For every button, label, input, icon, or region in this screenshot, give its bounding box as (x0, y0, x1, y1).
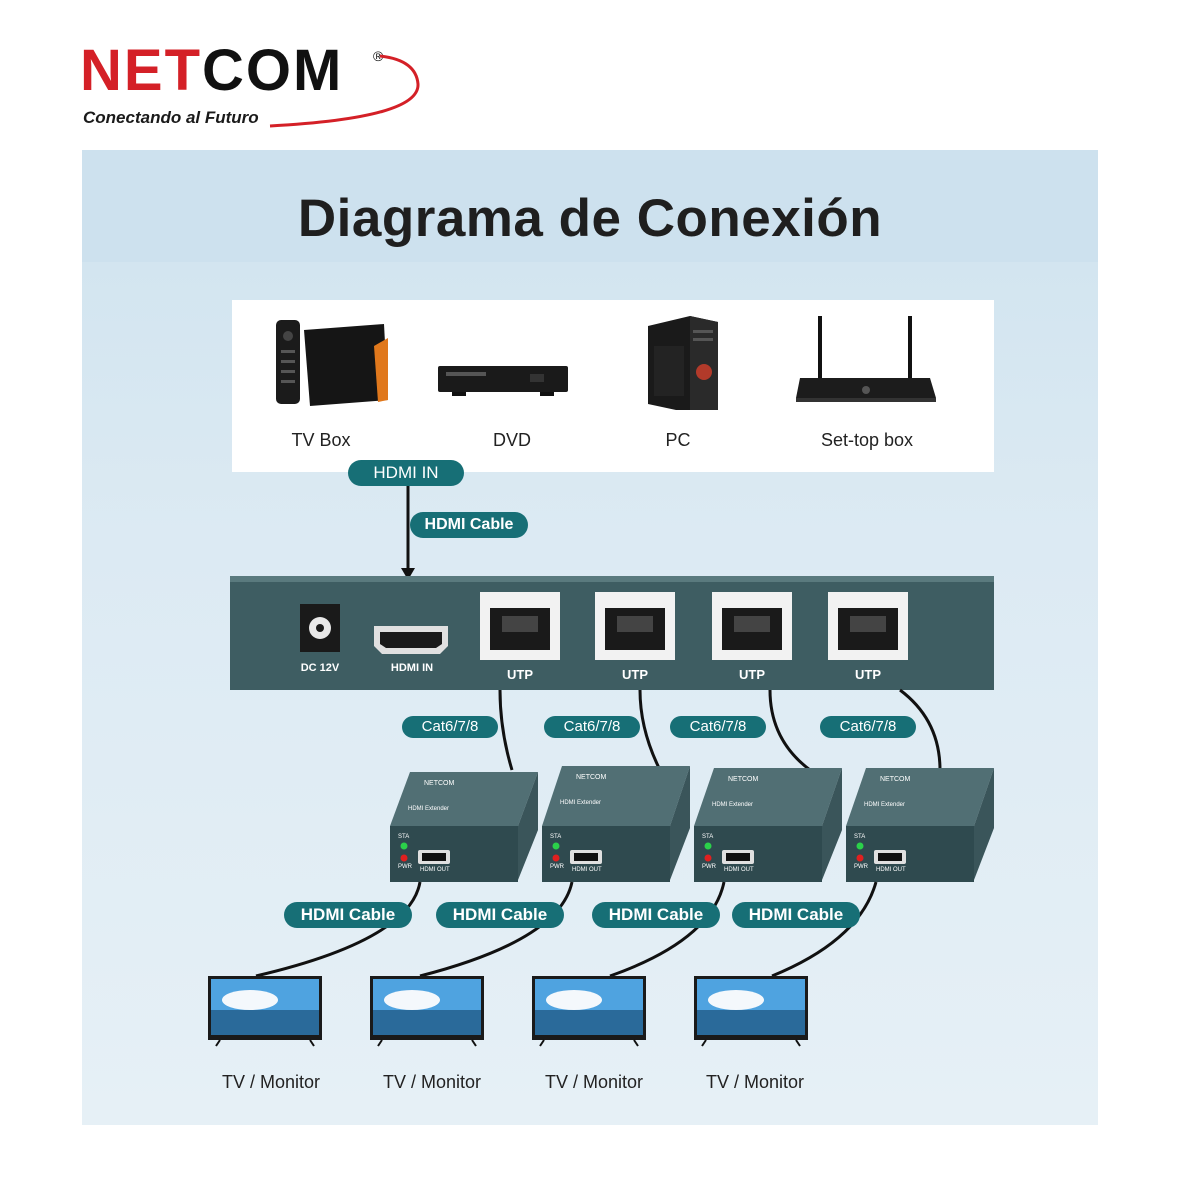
dvd-player-icon (438, 366, 568, 396)
tv-label-1: TV / Monitor (221, 1072, 321, 1092)
receiver-4-model: HDMI Extender (864, 802, 906, 808)
receiver-2 (542, 766, 690, 882)
receiver-2-brand: NETCOM (576, 774, 607, 781)
hdmi-cable-pill-4: HDMI Cable (732, 902, 860, 928)
utp-port-1 (480, 592, 560, 660)
dc-12v-label: DC 12V (300, 662, 340, 674)
source-label-dvd: DVD (492, 430, 531, 450)
receiver-3-sta: STA (702, 834, 714, 840)
cat-label-1: Cat6/7/8 (402, 716, 498, 738)
receiver-1-pwr: PWR (398, 864, 412, 870)
tv-label-2: TV / Monitor (382, 1072, 482, 1092)
utp-port-2 (595, 592, 675, 660)
receiver-4-sta: STA (854, 834, 866, 840)
utp-label-4: UTP (855, 667, 881, 682)
cat-label-2: Cat6/7/8 (544, 716, 640, 738)
utp-port-3 (712, 592, 792, 660)
hdmi-in-pill: HDMI IN (348, 460, 464, 486)
receiver-4-brand: NETCOM (880, 776, 911, 783)
hdmi-cable-pill-input: HDMI Cable (410, 512, 528, 538)
hdmi-cable-pill-3: HDMI Cable (592, 902, 720, 928)
receiver-3-out: HDMI OUT (724, 867, 754, 873)
tv-label-4: TV / Monitor (705, 1072, 805, 1092)
tv-3 (532, 976, 646, 1047)
utp-label-2: UTP (622, 667, 648, 682)
hdmi-in-port-label: HDMI IN (390, 662, 434, 674)
receiver-3 (694, 768, 842, 882)
tv-label-3: TV / Monitor (544, 1072, 644, 1092)
utp-label-1: UTP (507, 667, 533, 682)
receiver-3-pwr: PWR (702, 864, 716, 870)
receiver-4 (846, 768, 994, 882)
receiver-1-out: HDMI OUT (420, 867, 450, 873)
cat-label-3: Cat6/7/8 (670, 716, 766, 738)
router-icon (796, 316, 936, 402)
utp-label-3: UTP (739, 667, 765, 682)
hdmi-cable-pill-1: HDMI Cable (284, 902, 412, 928)
tv-4 (694, 976, 808, 1047)
brand-tagline: Conectando al Futuro (83, 108, 259, 127)
receiver-2-sta: STA (550, 834, 562, 840)
cat-label-4: Cat6/7/8 (820, 716, 916, 738)
receiver-3-model: HDMI Extender (712, 802, 754, 808)
diagram-title: Diagrama de Conexión (297, 189, 883, 248)
title-band (82, 150, 1098, 262)
receiver-1-brand: NETCOM (424, 780, 455, 787)
receiver-3-brand: NETCOM (728, 776, 759, 783)
brand-name-red: NET (80, 38, 202, 103)
receiver-1-sta: STA (398, 834, 410, 840)
receiver-2-model: HDMI Extender (560, 800, 602, 806)
pc-tower-icon (648, 316, 718, 410)
hdmi-cable-pill-2: HDMI Cable (436, 902, 564, 928)
receiver-1-model: HDMI Extender (408, 806, 450, 812)
receiver-2-out: HDMI OUT (572, 867, 602, 873)
source-label-tv-box: TV Box (291, 430, 351, 450)
source-label-pc: PC (665, 430, 691, 450)
receiver-1 (390, 772, 538, 882)
tv-box-icon (276, 320, 388, 406)
receiver-2-pwr: PWR (550, 864, 564, 870)
tv-1 (208, 976, 322, 1047)
receiver-4-pwr: PWR (854, 864, 868, 870)
source-label-set-top-box: Set-top box (820, 430, 914, 450)
splitter-device (230, 576, 994, 690)
tv-2 (370, 976, 484, 1047)
utp-port-4 (828, 592, 908, 660)
receiver-4-out: HDMI OUT (876, 867, 906, 873)
